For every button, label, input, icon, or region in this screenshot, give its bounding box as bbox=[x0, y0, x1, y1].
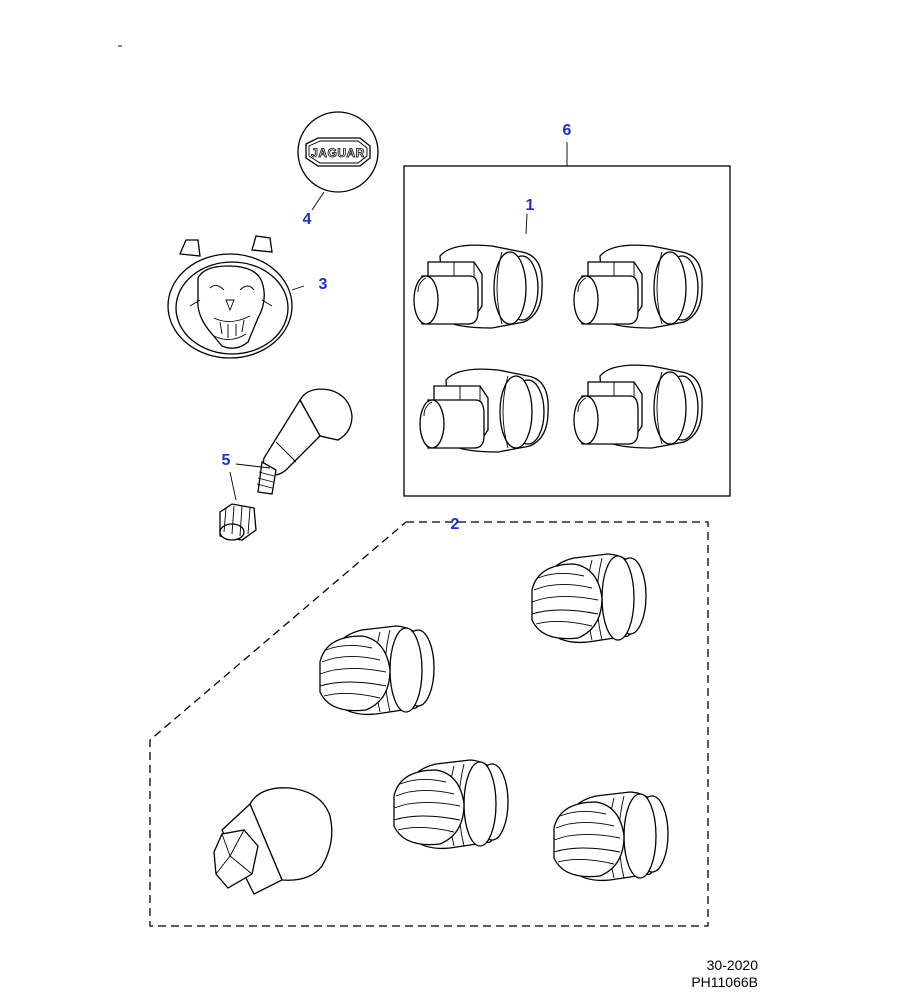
tyre-valve-part bbox=[219, 388, 353, 541]
locking-nut-4 bbox=[553, 791, 669, 882]
locking-nut-set-group bbox=[149, 521, 709, 927]
diagram-code: 30-2020 bbox=[706, 957, 758, 973]
leader-5a bbox=[235, 463, 271, 469]
centre-badge-part: JAGUAR bbox=[297, 111, 379, 211]
wheel-nut-3 bbox=[419, 368, 549, 453]
wheel-nut-2 bbox=[573, 244, 703, 329]
callout-4: 4 bbox=[303, 211, 312, 228]
leader-4 bbox=[311, 191, 325, 211]
locking-nut-1 bbox=[531, 553, 647, 644]
locking-nut-2 bbox=[319, 625, 435, 716]
wheel-nut-set-box bbox=[403, 142, 731, 497]
callout-5: 5 bbox=[222, 452, 231, 469]
callout-6: 6 bbox=[563, 122, 572, 139]
wheel-nut-1 bbox=[413, 244, 543, 329]
callout-3: 3 bbox=[319, 276, 328, 293]
leader-5b bbox=[229, 471, 237, 501]
callout-1: 1 bbox=[526, 197, 535, 214]
badge-text: JAGUAR bbox=[311, 146, 365, 160]
diagram-reference: PH11066B bbox=[691, 974, 758, 990]
locking-nut-3 bbox=[393, 759, 509, 850]
wheel-nut-4 bbox=[573, 364, 703, 449]
callout-2: 2 bbox=[451, 516, 460, 533]
leader-3 bbox=[291, 285, 305, 291]
locking-key bbox=[213, 787, 333, 895]
centre-cap-part bbox=[167, 235, 305, 359]
leader-1 bbox=[525, 213, 528, 235]
